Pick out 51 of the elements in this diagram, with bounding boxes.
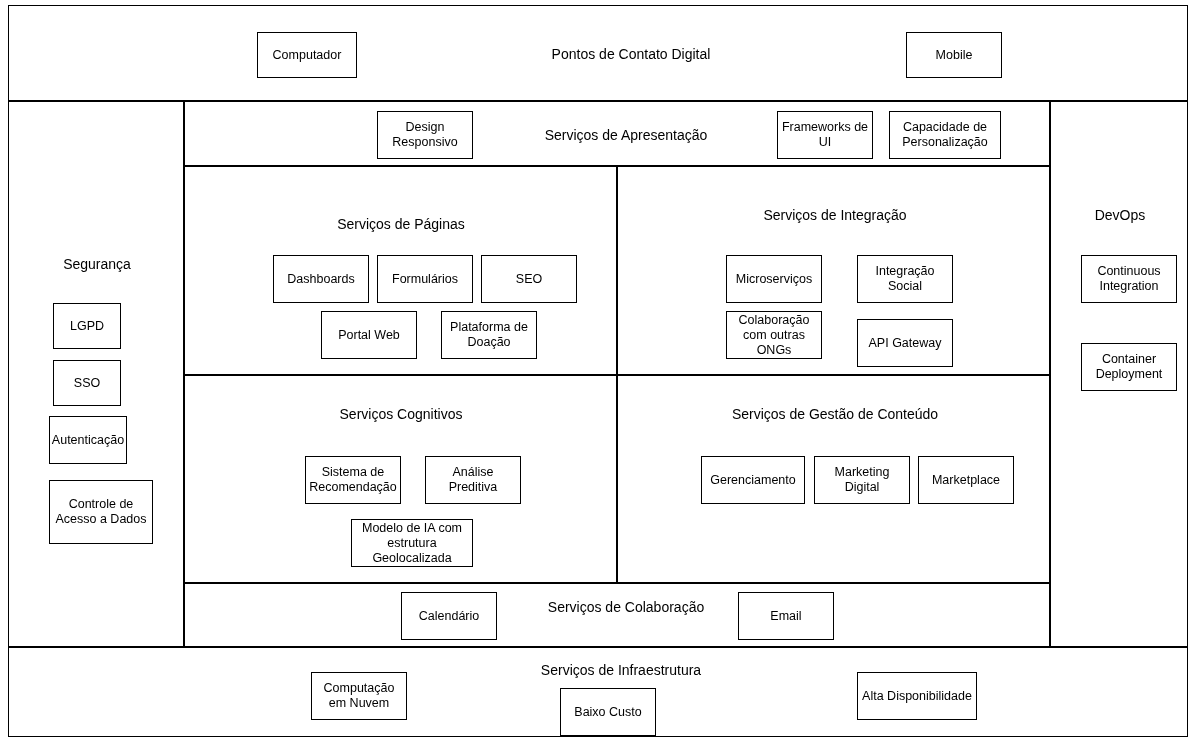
component-box: Microserviços — [726, 255, 822, 303]
component-box: Email — [738, 592, 834, 640]
component-box: Autenticação — [49, 416, 127, 464]
layer-panel — [617, 375, 1050, 583]
layer-title: Serviços de Integração — [763, 207, 907, 223]
component-box: Mobile — [906, 32, 1002, 78]
layer-panel — [184, 166, 617, 375]
component-box: Sistema de Recomendação — [305, 456, 401, 504]
component-box: API Gateway — [857, 319, 953, 367]
component-box: Marketing Digital — [814, 456, 910, 504]
component-box: Integração Social — [857, 255, 953, 303]
layer-panel — [8, 5, 1188, 101]
component-box: Calendário — [401, 592, 497, 640]
component-box: LGPD — [53, 303, 121, 349]
component-box: Formulários — [377, 255, 473, 303]
component-box: Plataforma de Doação — [441, 311, 537, 359]
layer-panel — [8, 101, 184, 647]
layer-title: Serviços Cognitivos — [339, 406, 463, 422]
component-box: Colaboração com outras ONGs — [726, 311, 822, 359]
layer-title: Serviços de Apresentação — [544, 127, 708, 143]
component-box: Alta Disponibilidade — [857, 672, 977, 720]
component-box: Marketplace — [918, 456, 1014, 504]
component-box: SSO — [53, 360, 121, 406]
component-box: Modelo de IA com estrutura Geolocalizada — [351, 519, 473, 567]
layer-panel — [184, 101, 1050, 166]
component-box: Capacidade de Personalização — [889, 111, 1001, 159]
layer-panel — [1050, 101, 1188, 647]
component-box: Continuous Integration — [1081, 255, 1177, 303]
layer-title: DevOps — [1094, 207, 1146, 223]
component-box: Computação em Nuvem — [311, 672, 407, 720]
component-box: Computador — [257, 32, 357, 78]
component-box: Gerenciamento — [701, 456, 805, 504]
layer-title: Serviços de Páginas — [337, 216, 465, 232]
component-box: Dashboards — [273, 255, 369, 303]
layer-title: Serviços de Gestão de Conteúdo — [731, 406, 939, 422]
component-box: Portal Web — [321, 311, 417, 359]
layer-panel — [8, 647, 1188, 737]
layer-title: Serviços de Infraestrutura — [540, 662, 702, 678]
component-box: SEO — [481, 255, 577, 303]
layer-title: Serviços de Colaboração — [547, 599, 705, 615]
component-box: Baixo Custo — [560, 688, 656, 736]
component-box: Design Responsivo — [377, 111, 473, 159]
layer-panel — [617, 166, 1050, 375]
component-box: Container Deployment — [1081, 343, 1177, 391]
component-box: Análise Preditiva — [425, 456, 521, 504]
component-box: Controle de Acesso a Dados — [49, 480, 153, 544]
layer-title: Pontos de Contato Digital — [551, 46, 711, 62]
layer-panel — [184, 583, 1050, 647]
layer-panel — [184, 375, 617, 583]
component-box: Frameworks de UI — [777, 111, 873, 159]
layer-title: Segurança — [63, 256, 131, 272]
